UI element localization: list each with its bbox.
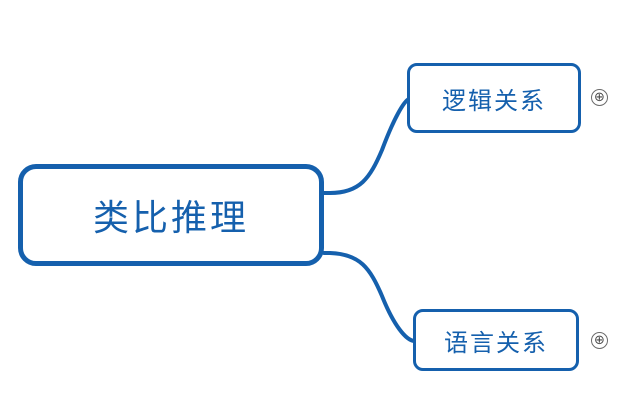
- mindmap-root-label: 类比推理: [92, 197, 249, 238]
- mindmap-node-language-relation[interactable]: 语言关系: [413, 309, 579, 371]
- connector-root-to-child-2: [322, 251, 416, 343]
- connector-root-to-child-1: [322, 97, 411, 195]
- expand-node-icon-2[interactable]: ⊕: [591, 332, 608, 349]
- expand-node-icon-1[interactable]: ⊕: [591, 89, 608, 106]
- mindmap-node-label: 逻辑关系: [442, 87, 546, 115]
- mindmap-root-node[interactable]: 类比推理: [18, 164, 324, 266]
- mindmap-node-logic-relation[interactable]: 逻辑关系: [407, 63, 581, 133]
- mindmap-node-label: 语言关系: [444, 329, 548, 357]
